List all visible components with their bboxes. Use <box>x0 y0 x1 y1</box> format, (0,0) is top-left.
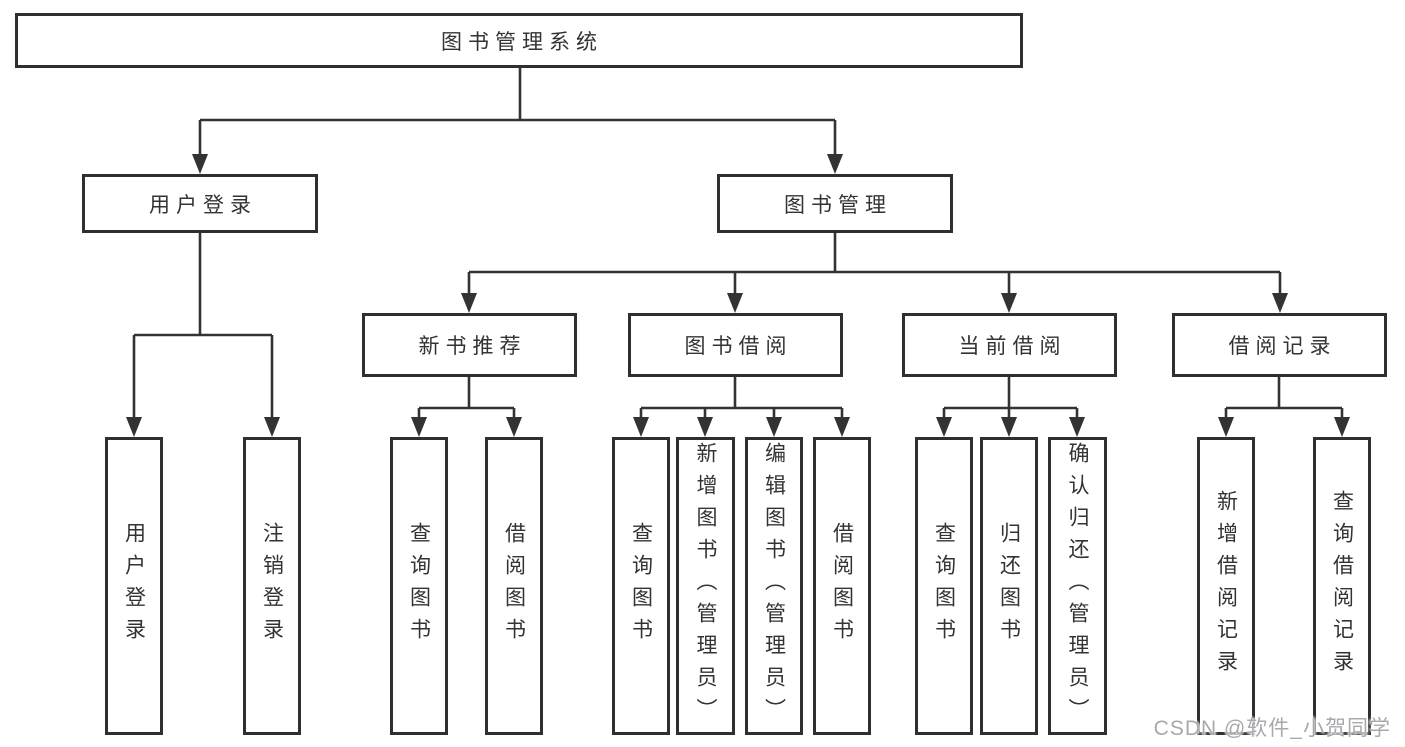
node-leaf-edit-books-admin-label: 编辑图书（管理员） <box>762 442 786 730</box>
node-leaf-add-borrow-record: 新增借阅记录 <box>1197 437 1255 735</box>
node-leaf-query-books-borrowing: 查询图书 <box>612 437 670 735</box>
node-leaf-add-borrow-record-label: 新增借阅记录 <box>1214 490 1238 682</box>
node-leaf-add-books-admin: 新增图书（管理员） <box>676 437 735 735</box>
book-management-split-arrowhead-icon <box>1001 293 1017 313</box>
node-leaf-user-login-label: 用户登录 <box>122 522 146 650</box>
node-borrowing-records: 借阅记录 <box>1172 313 1387 377</box>
node-leaf-return-books: 归还图书 <box>980 437 1038 735</box>
node-user-login-label: 用户登录 <box>149 193 257 217</box>
current-borrowing-split-arrowhead-icon <box>1001 417 1017 437</box>
root-split-arrowhead-icon <box>192 154 208 174</box>
node-book-management-label: 图书管理 <box>784 193 892 217</box>
current-borrowing-split-arrowhead-icon <box>1069 417 1085 437</box>
node-current-borrowing-label: 当前借阅 <box>958 335 1067 358</box>
node-leaf-borrow-books-borrowing: 借阅图书 <box>813 437 871 735</box>
book-borrowing-split-arrowhead-icon <box>697 417 713 437</box>
node-new-book-recommend: 新书推荐 <box>362 313 577 377</box>
borrowing-records-split-arrowhead-icon <box>1334 417 1350 437</box>
watermark-text: CSDN @软件_小贺同学 <box>1153 717 1391 740</box>
book-management-split-arrowhead-icon <box>461 293 477 313</box>
book-borrowing-split-arrowhead-icon <box>834 417 850 437</box>
node-borrowing-records-label: 借阅记录 <box>1228 335 1337 358</box>
node-current-borrowing: 当前借阅 <box>902 313 1117 377</box>
node-leaf-logout: 注销登录 <box>243 437 301 735</box>
node-leaf-query-books-borrowing-label: 查询图书 <box>629 522 653 650</box>
new-book-recommend-split-arrowhead-icon <box>506 417 522 437</box>
book-borrowing-split-arrowhead-icon <box>766 417 782 437</box>
node-leaf-return-books-label: 归还图书 <box>997 522 1021 650</box>
node-root-label: 图书管理系统 <box>441 30 603 54</box>
node-book-management: 图书管理 <box>717 174 953 233</box>
user-login-split-arrowhead-icon <box>126 417 142 437</box>
node-leaf-user-login: 用户登录 <box>105 437 163 735</box>
node-leaf-query-borrow-record: 查询借阅记录 <box>1313 437 1371 735</box>
borrowing-records-split-arrowhead-icon <box>1218 417 1234 437</box>
node-root: 图书管理系统 <box>15 13 1023 68</box>
node-leaf-borrow-books-recommend-label: 借阅图书 <box>502 522 526 650</box>
node-leaf-edit-books-admin: 编辑图书（管理员） <box>745 437 803 735</box>
node-leaf-query-books-recommend: 查询图书 <box>390 437 448 735</box>
node-book-borrowing: 图书借阅 <box>628 313 843 377</box>
book-management-split-arrowhead-icon <box>727 293 743 313</box>
node-leaf-add-books-admin-label: 新增图书（管理员） <box>694 442 717 730</box>
user-login-split-arrowhead-icon <box>264 417 280 437</box>
book-management-split-arrowhead-icon <box>1272 293 1288 313</box>
node-leaf-query-books-current-label: 查询图书 <box>932 522 956 650</box>
node-leaf-query-borrow-record-label: 查询借阅记录 <box>1330 490 1354 682</box>
root-split-arrowhead-icon <box>827 154 843 174</box>
new-book-recommend-split-arrowhead-icon <box>411 417 427 437</box>
book-borrowing-split-arrowhead-icon <box>633 417 649 437</box>
node-leaf-borrow-books-borrowing-label: 借阅图书 <box>830 522 854 650</box>
node-new-book-recommend-label: 新书推荐 <box>418 335 527 358</box>
node-user-login: 用户登录 <box>82 174 318 233</box>
node-leaf-confirm-return-admin: 确认归还（管理员） <box>1048 437 1107 735</box>
node-leaf-query-books-recommend-label: 查询图书 <box>407 522 431 650</box>
node-leaf-borrow-books-recommend: 借阅图书 <box>485 437 543 735</box>
node-leaf-confirm-return-admin-label: 确认归还（管理员） <box>1066 442 1089 730</box>
current-borrowing-split-arrowhead-icon <box>936 417 952 437</box>
node-leaf-logout-label: 注销登录 <box>260 522 284 650</box>
node-leaf-query-books-current: 查询图书 <box>915 437 973 735</box>
node-book-borrowing-label: 图书借阅 <box>684 335 793 358</box>
